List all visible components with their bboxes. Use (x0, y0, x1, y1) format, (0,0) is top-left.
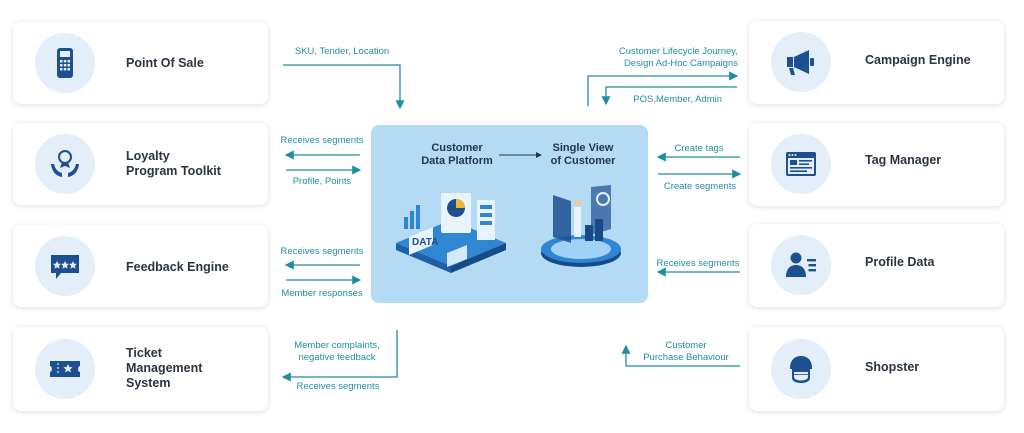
card-feedback-engine: Feedback Engine (13, 225, 268, 307)
flow-label-ticket-in: Member complaints, negative feedback (294, 340, 380, 363)
flow-label-tag-in: Create tags (674, 143, 724, 154)
masked-user-icon (771, 339, 831, 399)
customer-data-platform-panel: Customer Data Platform Single View of Cu… (371, 125, 648, 303)
campaign-out-arrow (587, 71, 739, 106)
flow-label-shopster: Customer Purchase Behaviour (643, 340, 729, 363)
card-loyalty-program-toolkit: Loyalty Program Toolkit (13, 123, 268, 205)
flow-label-feedback-in: Member responses (281, 288, 363, 299)
campaign-in-arrow (601, 86, 737, 106)
flow-label-tag-out: Create segments (663, 181, 737, 192)
card-label: Loyalty Program Toolkit (126, 149, 221, 178)
shopster-arrow (621, 344, 740, 367)
browser-window-icon (771, 134, 831, 194)
flow-label-loyalty-out: Receives segments (280, 135, 364, 146)
flow-label-ticket-out: Receives segments (296, 381, 380, 392)
card-ticket-management-system: Ticket Management System (13, 327, 268, 411)
card-profile-data: Profile Data (749, 224, 1004, 307)
data-platform-illustration: DATA (396, 193, 506, 273)
card-tag-manager: Tag Manager (749, 123, 1004, 206)
card-campaign-engine: Campaign Engine (749, 21, 1004, 104)
data-illustration-label: DATA (412, 237, 438, 248)
card-label: Ticket Management System (126, 346, 203, 390)
card-label: Point Of Sale (126, 56, 204, 70)
flow-label-campaign-out: Customer Lifecycle Journey, Design Ad-Ho… (618, 46, 738, 69)
cdp-title: Customer Data Platform (421, 142, 493, 167)
single-view-title: Single View of Customer (550, 142, 616, 167)
card-label: Profile Data (865, 255, 935, 269)
single-view-illustration (541, 185, 621, 267)
loyalty-hands-icon (35, 134, 95, 194)
card-label: Feedback Engine (126, 260, 229, 274)
card-label: Campaign Engine (865, 53, 971, 67)
ticket-icon (35, 339, 95, 399)
flow-label-campaign-in: POS,Member, Admin (633, 94, 722, 105)
center-illustration: DATA (396, 152, 621, 273)
card-label: Tag Manager (865, 153, 942, 167)
flow-label-loyalty-in: Profile, Points (292, 176, 352, 187)
rating-chat-icon (35, 236, 95, 296)
megaphone-icon (771, 32, 831, 92)
pos-arrow (283, 64, 405, 110)
card-shopster: Shopster (749, 327, 1004, 411)
profile-card-icon (771, 235, 831, 295)
ticket-arrow (281, 330, 398, 382)
pos-terminal-icon (35, 33, 95, 93)
flow-label-pos: SKU, Tender, Location (294, 46, 390, 57)
flow-label-feedback-out: Receives segments (280, 246, 364, 257)
card-label: Shopster (865, 360, 920, 374)
flow-label-profile: Receives segments (656, 258, 740, 269)
card-point-of-sale: Point Of Sale (13, 22, 268, 104)
